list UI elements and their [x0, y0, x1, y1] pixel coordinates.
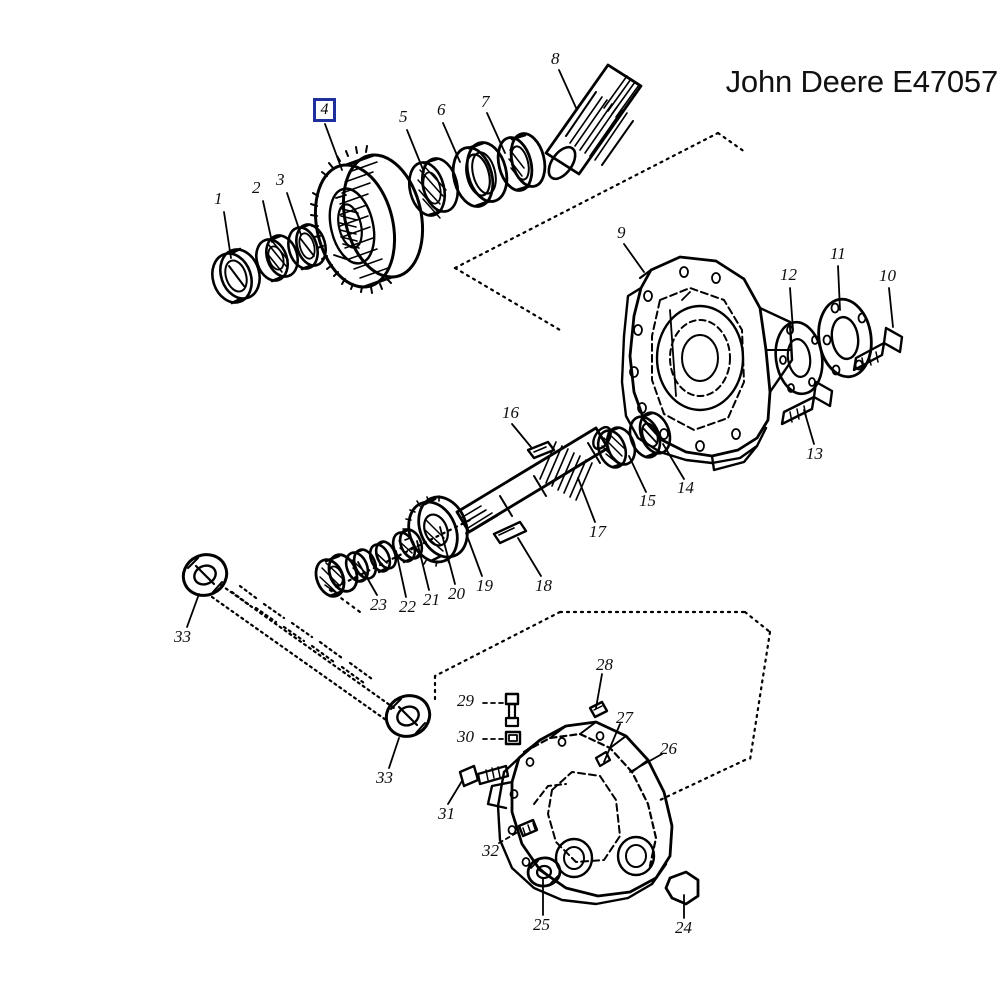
callout-label-17: 17 [589, 522, 606, 541]
callout-label-15: 15 [639, 491, 656, 510]
part-8-splined-shaft [544, 63, 643, 181]
callout-label-1: 1 [214, 189, 223, 208]
callout-label-25: 25 [533, 915, 550, 934]
callout-label-30: 30 [457, 727, 474, 746]
part-14-bearing-cup [628, 411, 672, 459]
part-25-oil-seal [526, 856, 562, 888]
callout-leader-lines [186, 69, 894, 919]
callout-label-33-upper: 33 [174, 627, 191, 646]
callout-label-5: 5 [399, 107, 408, 126]
callout-label-31: 31 [438, 804, 455, 823]
callout-label-19: 19 [476, 576, 493, 595]
part-33-bushing-upper [181, 553, 229, 597]
part-18-key-pin [492, 520, 528, 545]
part-28-plug [588, 700, 609, 719]
gear-tooth-profile [310, 145, 392, 294]
callout-label-29: 29 [457, 691, 474, 710]
part-21-thrust-washer [368, 540, 398, 574]
callout-label-7: 7 [481, 92, 490, 111]
part-15-bearing-cone [596, 426, 637, 469]
callout-label-4: 4 [320, 101, 329, 118]
callout-label-26: 26 [660, 739, 677, 758]
part-9-transmission-housing [620, 255, 794, 472]
page-title: John Deere E47057 [725, 64, 999, 99]
part-4-main-gear [310, 145, 425, 294]
callout-label-21: 21 [423, 590, 440, 609]
callout-label-27: 27 [616, 708, 633, 727]
part-31-hex-bolt [458, 764, 510, 788]
group-divider-lines [328, 131, 772, 802]
part-3-snap-ring [287, 223, 327, 271]
part-29-stud [504, 692, 520, 728]
part-24-cover-plug [664, 870, 700, 906]
callout-label-6: 6 [437, 100, 446, 119]
callout-label-22: 22 [399, 597, 416, 616]
callout-label-8: 8 [551, 49, 560, 68]
callout-label-10: 10 [879, 266, 896, 285]
callout-label-12: 12 [780, 265, 797, 284]
callout-label-11: 11 [830, 244, 846, 263]
part-26-rear-cover [486, 720, 674, 906]
callout-label-16: 16 [502, 403, 519, 422]
callout-label-18: 18 [535, 576, 552, 595]
callout-label-24: 24 [675, 918, 692, 937]
callout-label-23: 23 [370, 595, 387, 614]
callout-label-28: 28 [596, 655, 613, 674]
lower-splined-shaft [210, 583, 396, 722]
callout-label-32: 32 [482, 841, 499, 860]
callout-label-13: 13 [806, 444, 823, 463]
part-10-cap-screw [852, 326, 904, 372]
part-30-washer [504, 730, 522, 746]
callout-label-4-highlighted[interactable]: 4 [313, 98, 336, 122]
callout-label-20: 20 [448, 584, 465, 603]
callout-label-33-lower: 33 [376, 768, 393, 787]
part-2-bushing [255, 234, 299, 283]
part-27-dowel [594, 750, 612, 768]
part-7-bearing-race [496, 132, 547, 192]
part-23-bearing [314, 553, 359, 598]
part-6-seal-ring [451, 141, 509, 208]
callout-label-14: 14 [677, 478, 694, 497]
callout-label-2: 2 [252, 178, 261, 197]
part-33-bushing-lower [384, 694, 432, 738]
part-17-countershaft [455, 425, 612, 534]
callout-label-9: 9 [617, 223, 626, 242]
part-32-set-screw [517, 818, 539, 838]
part-16-woodruff-key [526, 440, 556, 460]
part-12-gasket-plate [774, 320, 824, 396]
callout-label-3: 3 [276, 170, 285, 189]
